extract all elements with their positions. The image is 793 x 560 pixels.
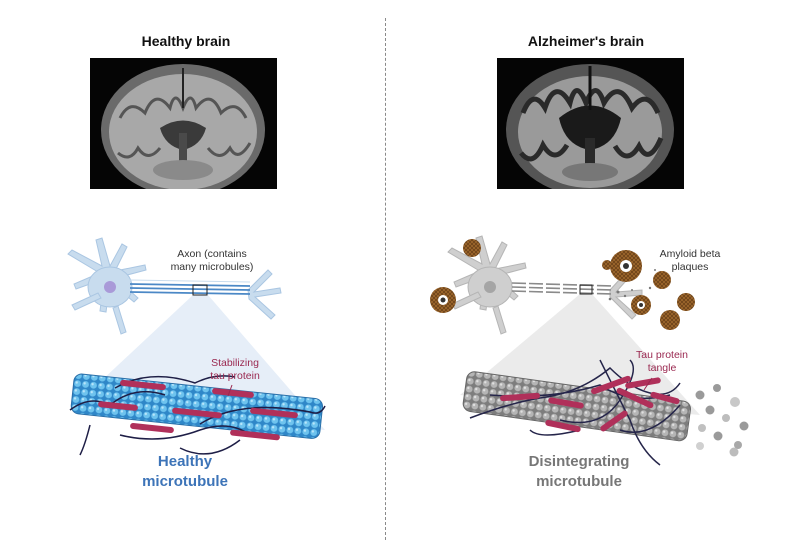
healthy-tau-segments: [98, 379, 298, 441]
disintegrating-microtubule-caption: Disintegrating microtubule: [528, 453, 630, 490]
amyloid-debris: [608, 269, 656, 301]
alzheimer-axon-zoom-box: [579, 284, 593, 295]
healthy-axon-zoom-box: [192, 284, 208, 296]
healthy-tau-proteins: [69, 375, 326, 456]
healthy-brain-title: Healthy brain: [141, 33, 231, 49]
alzheimer-brain-title: Alzheimer's brain: [527, 33, 645, 49]
free-tubulin-beads: [695, 384, 749, 457]
alzheimer-brain-mri-image: [497, 58, 684, 189]
stabilizing-tau-label: Stabilizing tau protein: [210, 357, 260, 382]
healthy-neuron-icon: [67, 237, 282, 335]
amyloid-plaque-icon: [430, 239, 695, 330]
healthy-neuron-nucleus: [104, 281, 116, 293]
tau-tangle-label: Tau protein tangle: [636, 349, 688, 374]
healthy-brain-mri-image: [90, 58, 277, 189]
stabilizing-tau-pointer: [227, 384, 233, 397]
amyloid-plaques-label: Amyloid beta plaques: [659, 248, 721, 273]
tau-tangle-pointer: [643, 377, 653, 391]
healthy-axon: [129, 279, 251, 295]
healthy-microtubule-caption: Healthy microtubule: [142, 453, 228, 490]
tau-tangle-segments: [500, 375, 680, 433]
center-divider: [385, 18, 386, 540]
axon-label: Axon (contains many microbules): [170, 248, 254, 273]
healthy-microtubule-icon: [70, 373, 323, 439]
alzheimer-axon: [511, 282, 613, 295]
